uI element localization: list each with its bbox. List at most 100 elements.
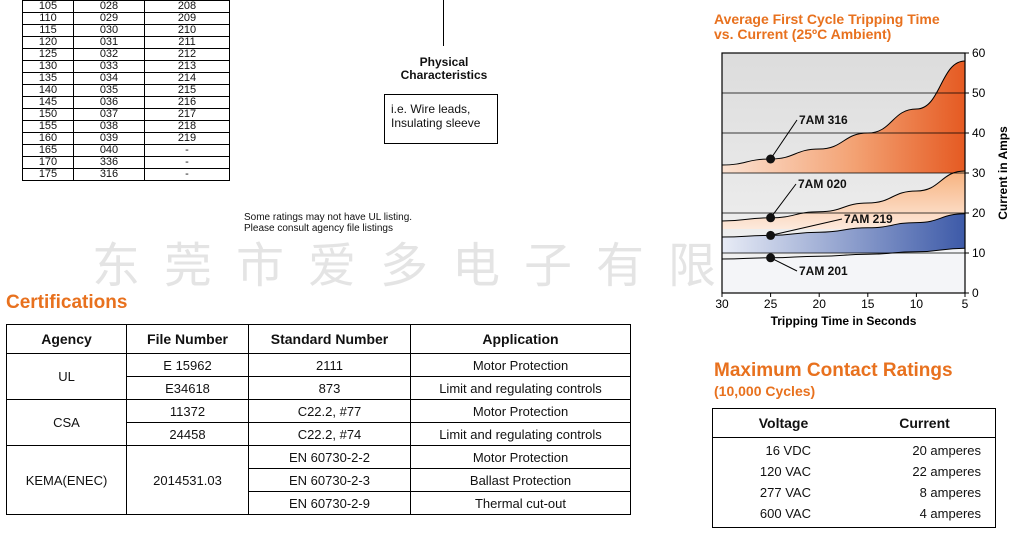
header-standard-number: Standard Number [248,324,411,354]
x-tick-label: 25 [764,297,778,311]
contact-ratings-body: 16 VDC 20 amperes 120 VAC 22 amperes 277… [713,438,995,524]
standard-number-cell: EN 60730-2-9 [248,491,411,515]
rating-cell: 130 [22,60,74,73]
rating-cell: 032 [73,48,145,61]
y-tick-label: 50 [972,86,986,100]
series-marker [766,253,776,263]
file-number-cell: 2014531.03 [126,445,249,515]
agency-csa: CSA [6,399,127,446]
rating-cell: 140 [22,84,74,97]
rating-cell: 034 [73,72,145,85]
label-leader [770,257,798,272]
contact-ratings-table: Voltage Current 16 VDC 20 amperes 120 VA… [712,408,996,528]
current-cell: 22 amperes [912,464,981,479]
rating-cell: 037 [73,108,145,121]
rating-cell: 165 [22,144,74,157]
label-leader [770,119,798,160]
agency-kema: KEMA(ENEC) [6,445,127,515]
rating-cell: 029 [73,12,145,25]
table-row: KEMA(ENEC) 2014531.03 EN 60730-2-2 Motor… [6,445,631,515]
file-number-cell: E34618 [126,376,249,400]
rating-cell: 209 [144,12,230,25]
y-tick-label: 30 [972,166,986,180]
rating-cell: 219 [144,132,230,145]
physical-title-line-1: Physical [419,55,469,69]
table-row: 277 VAC 8 amperes [713,482,995,503]
x-tick-label: 30 [715,297,729,311]
header-voltage: Voltage [758,415,809,431]
application-cell: Limit and regulating controls [410,422,631,446]
current-cell: 8 amperes [919,485,981,500]
header-file-number: File Number [126,324,249,354]
physical-box-line-2: Insulating sleeve [391,116,481,130]
physical-title-line-2: Characteristics [400,68,488,82]
standard-number-cell: C22.2, #77 [248,399,411,423]
x-tick-label: 15 [861,297,875,311]
rating-cell: 336 [73,156,145,169]
rating-cell: 215 [144,84,230,97]
table-row: 600 VAC 4 amperes [713,503,995,524]
rating-cell: 031 [73,36,145,49]
series-label: 7AM 020 [798,177,847,191]
rating-cell: 214 [144,72,230,85]
chart-title-line-1: Average First Cycle Tripping Time [714,11,940,27]
header-agency: Agency [6,324,127,354]
series-band-7am-316 [722,61,965,173]
standard-number-cell: EN 60730-2-3 [248,468,411,492]
rating-cell: 155 [22,120,74,133]
header-current: Current [899,415,950,431]
ul-listing-note: Some ratings may not have UL listing. Pl… [244,212,412,234]
rating-cell: 038 [73,120,145,133]
current-cell: 4 amperes [919,506,981,521]
table-row: E34618 873 Limit and regulating controls [7,376,631,400]
certifications-header-row: Agency File Number Standard Number Appli… [6,324,631,354]
certifications-title: Certifications [6,292,128,313]
rating-cell: 030 [73,24,145,37]
file-number-cell: 24458 [126,422,249,446]
y-axis-label: Current in Amps [996,126,1010,220]
standard-number-cell: C22.2, #74 [248,422,411,446]
rating-cell: 211 [144,36,230,49]
rating-cell: 216 [144,96,230,109]
rating-cell: 160 [22,132,74,145]
standard-number-cell: 873 [248,376,411,400]
y-tick-label: 20 [972,206,986,220]
voltage-cell: 600 VAC [759,506,811,521]
rating-cell: 212 [144,48,230,61]
header-application: Application [410,324,631,354]
agency-ul: UL [6,353,127,400]
rating-cell: 039 [73,132,145,145]
label-leader [770,218,843,236]
table-row: EN 60730-2-9 Thermal cut-out [7,491,631,515]
rating-cell: 125 [22,48,74,61]
voltage-cell: 16 VDC [765,443,811,458]
application-cell: Limit and regulating controls [410,376,631,400]
series-line-7am-201 [721,247,966,260]
series-line-7am-219 [721,213,966,238]
standard-number-cell: 2111 [248,353,411,377]
series-band-7am-020 [722,171,965,229]
contact-ratings-title: Maximum Contact Ratings [714,360,953,381]
ul-note-line-2: Please consult agency file listings [244,223,393,234]
series-marker [766,230,776,240]
x-tick-label: 10 [910,297,924,311]
ul-note-line-1: Some ratings may not have UL listing. [244,212,413,223]
rating-cell: 316 [73,168,145,181]
series-marker [766,213,776,223]
table-row: UL E 15962 2111 Motor Protection [6,353,631,400]
rating-cell: 036 [73,96,145,109]
rating-cell: 120 [22,36,74,49]
